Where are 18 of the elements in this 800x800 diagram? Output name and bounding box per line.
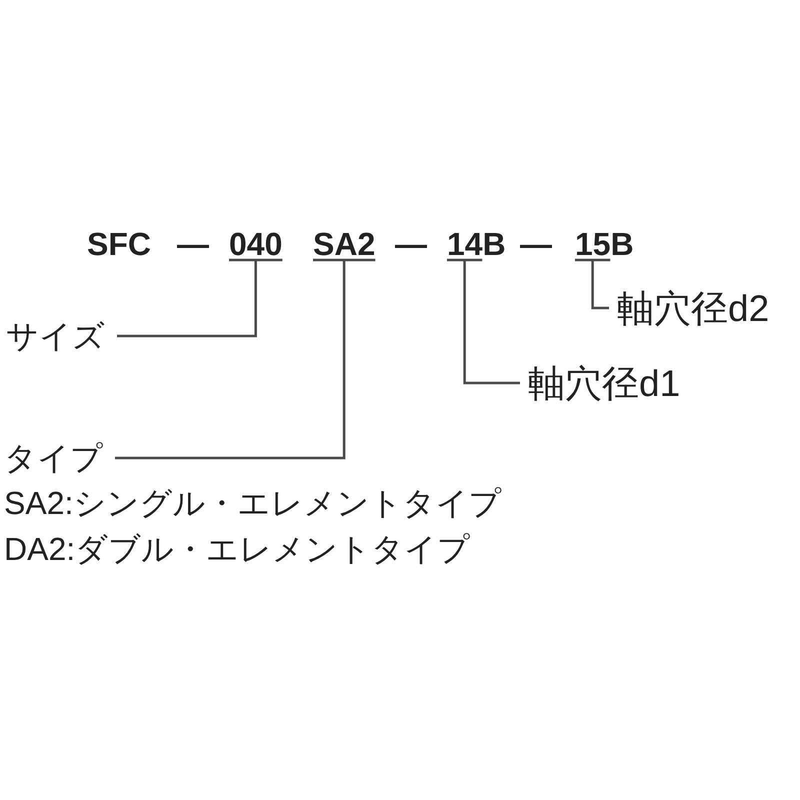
separator-dash: — [177,228,209,260]
callout-label: 軸穴径d2 [617,290,770,326]
callout-label: 軸穴径d1 [528,364,680,402]
description-text: DA2:ダブル・エレメントタイプ [4,533,470,565]
code-prefix: SFC [87,228,151,260]
leader-line [574,258,612,310]
callout-label: タイプ [4,442,103,474]
leader-line [446,258,522,384]
model-code-text: 14B [447,228,506,260]
leader-line [114,258,377,460]
model-code-text: 15B [575,228,634,260]
model-code-text: SA2 [313,228,376,260]
separator-dash: — [520,228,552,260]
description-text: SA2:シングル・エレメントタイプ [4,487,502,519]
leader-line [116,258,284,338]
callout-label: サイズ [6,320,105,352]
separator-dash: — [395,228,427,260]
model-code-text: 040 [229,228,282,260]
